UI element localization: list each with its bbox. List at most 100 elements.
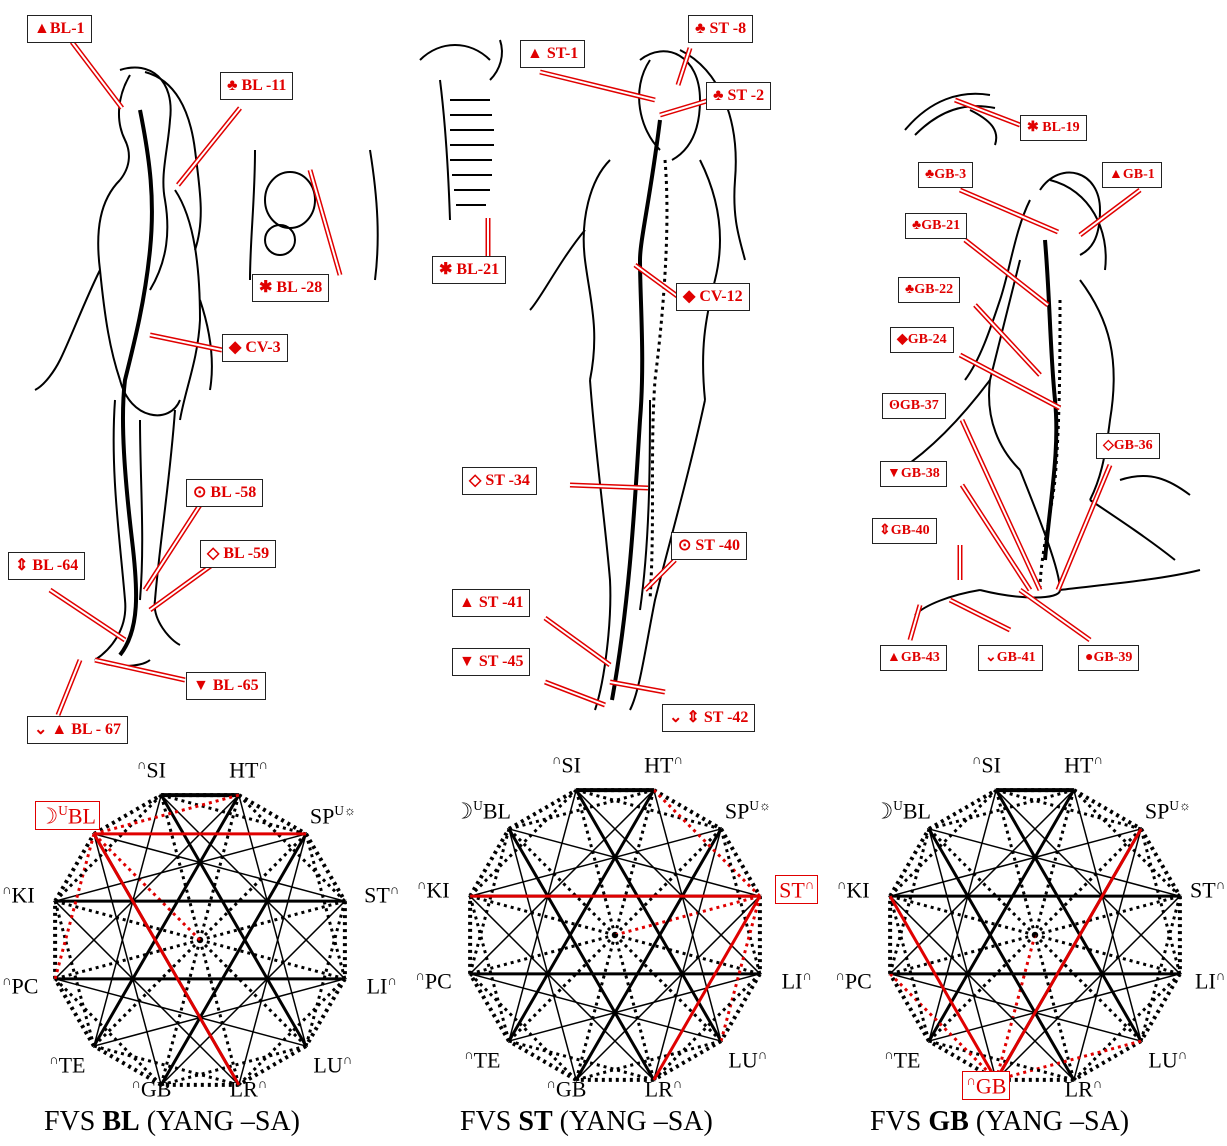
node-prefix: U	[473, 798, 483, 813]
wheel-node-te: ∩TE	[884, 1048, 920, 1071]
wheel-node-lr: LR∩	[1065, 1077, 1103, 1100]
caption-bl: FVS BL (YANG –SA)	[44, 1106, 300, 1138]
wheel-perimeter-edge	[1141, 829, 1180, 896]
wheel-perimeter-edge	[306, 834, 345, 901]
wheel-chord	[1074, 829, 1141, 1080]
node-name: LU	[728, 1047, 757, 1072]
node-name: ST	[779, 877, 805, 902]
wheel-chord	[890, 829, 1141, 896]
wheel-perimeter-edge	[929, 790, 996, 829]
wheel-chord	[239, 834, 306, 1085]
node-suffix: ∩	[1178, 1047, 1188, 1062]
wheel-perimeter-edge	[306, 979, 345, 1046]
node-name: GB	[556, 1076, 587, 1101]
wheel-node-ht: HT∩	[1064, 753, 1103, 776]
wheel-chord	[509, 974, 760, 1041]
node-name: LI	[367, 973, 388, 998]
node-name: SI	[561, 753, 581, 778]
node-suffix: ∩	[390, 882, 400, 897]
node-prefix: ∩	[137, 757, 147, 772]
node-prefix: ∩	[835, 968, 845, 983]
node-suffix: ∩	[258, 1076, 268, 1091]
node-name: BL	[483, 798, 511, 823]
wheel-node-te: ∩TE	[49, 1053, 85, 1076]
node-name: SI	[981, 753, 1001, 778]
wheel-node-st: ST∩	[775, 875, 818, 904]
node-suffix: ∩	[758, 1047, 768, 1062]
wheel-node-pc: ∩PC	[2, 974, 38, 997]
wheel-node-bl: ☽UBL	[35, 801, 100, 830]
node-name: PC	[845, 968, 872, 993]
wheel-node-lu: LU∩	[1148, 1048, 1187, 1071]
node-name: KI	[846, 877, 869, 902]
wheel-node-st: ST∩	[364, 883, 399, 906]
wheel-node-li: LI∩	[782, 969, 812, 992]
wheel-perimeter-edge	[94, 795, 161, 834]
wheel-node-st: ST∩	[1190, 878, 1225, 901]
node-prefix: ∩	[49, 1052, 59, 1067]
moon-icon: ☽	[39, 803, 59, 828]
wheel-node-pc: ∩PC	[415, 969, 451, 992]
wheel-perimeter-edge	[890, 829, 929, 896]
wheel-chord	[470, 829, 721, 896]
wheel-perimeter-edge	[470, 829, 509, 896]
wheel-perimeter-edge	[721, 974, 760, 1041]
wheel-chord	[929, 829, 1180, 896]
wheel-node-bl: ☽UBL	[874, 799, 931, 822]
wheel-perimeter-edge	[890, 974, 929, 1041]
wheel-chord	[654, 829, 721, 1080]
wheel-node-pc: ∩PC	[835, 969, 871, 992]
wheel-node-ht: HT∩	[229, 758, 268, 781]
moon-icon: ☽	[874, 798, 894, 823]
wheel-node-sp: SPU☼	[310, 804, 356, 827]
node-prefix: ∩	[131, 1076, 141, 1091]
node-prefix: ∩	[417, 877, 427, 892]
node-name: SP	[725, 798, 749, 823]
node-name: BL	[903, 798, 931, 823]
node-name: SP	[1145, 798, 1169, 823]
wheel-node-ki: ∩KI	[2, 883, 35, 906]
node-suffix: ∩	[1216, 877, 1226, 892]
node-suffix: ∩	[673, 752, 683, 767]
wheel-node-sp: SPU☼	[1145, 799, 1191, 822]
node-name: PC	[12, 973, 39, 998]
node-prefix: U	[58, 803, 68, 818]
node-suffix: U☼	[749, 798, 771, 813]
wheel-chord	[890, 974, 1141, 1041]
wheel-chord	[94, 834, 161, 1085]
wheel-node-li: LI∩	[367, 974, 397, 997]
wheel-node-sp: SPU☼	[725, 799, 771, 822]
node-suffix: ∩	[1093, 1076, 1103, 1091]
wheel-perimeter-edge	[239, 795, 306, 834]
node-prefix: ∩	[2, 882, 12, 897]
node-name: TE	[59, 1052, 86, 1077]
node-name: LR	[230, 1076, 258, 1101]
caption-st: FVS ST (YANG –SA)	[460, 1106, 713, 1138]
node-name: LR	[645, 1076, 673, 1101]
node-name: HT	[229, 758, 258, 783]
wheel-chord	[55, 979, 306, 1046]
node-name: LU	[313, 1052, 342, 1077]
node-name: LR	[1065, 1076, 1093, 1101]
node-name: GB	[976, 1073, 1007, 1098]
node-prefix: ∩	[415, 968, 425, 983]
wheel-perimeter-edge	[1074, 1041, 1141, 1080]
node-name: LU	[1148, 1047, 1177, 1072]
wheel-chord	[654, 790, 721, 1041]
node-suffix: ∩	[673, 1076, 683, 1091]
wheel-node-lr: LR∩	[645, 1077, 683, 1100]
node-name: SP	[310, 803, 334, 828]
wheel-perimeter-edge	[509, 790, 576, 829]
node-suffix: U☼	[1169, 798, 1191, 813]
wheel-node-gb: ∩GB	[546, 1077, 586, 1100]
caption-gb: FVS GB (YANG –SA)	[870, 1106, 1129, 1138]
wheel-chord	[55, 834, 306, 901]
wheel-perimeter-edge	[721, 829, 760, 896]
wheel-perimeter-edge	[1141, 974, 1180, 1041]
node-name: SI	[146, 758, 166, 783]
node-suffix: ∩	[258, 757, 268, 772]
node-name: TE	[894, 1047, 921, 1072]
wheel-node-lr: LR∩	[230, 1077, 268, 1100]
node-name: GB	[141, 1076, 172, 1101]
